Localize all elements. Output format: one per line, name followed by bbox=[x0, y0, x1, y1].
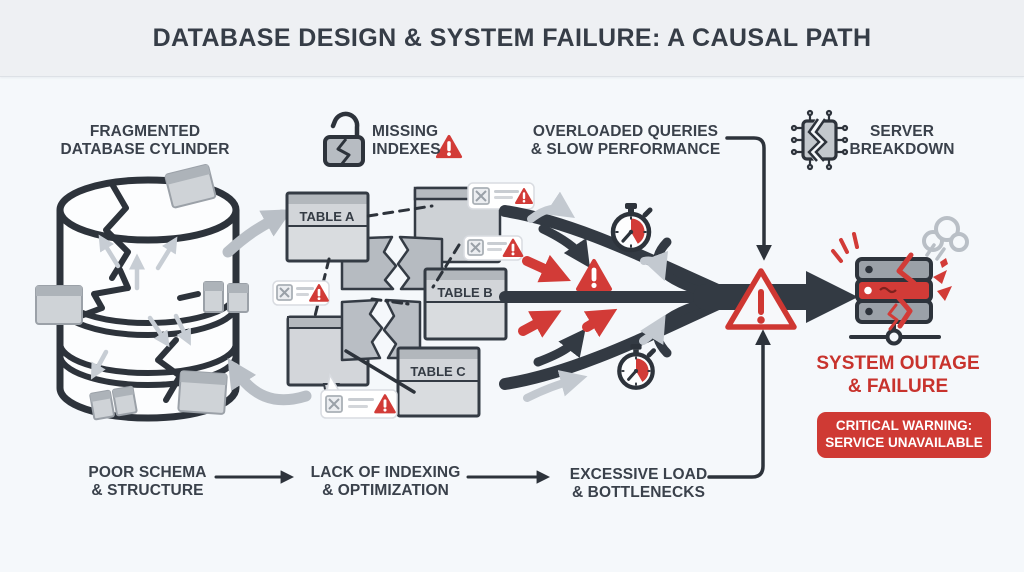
stopwatch-icon bbox=[610, 203, 653, 253]
table-c-label: TABLE C bbox=[410, 364, 466, 379]
server-stack-icon bbox=[849, 252, 952, 346]
table-b: TABLE B bbox=[423, 267, 508, 341]
smoke-cloud-icon bbox=[922, 216, 969, 261]
fragmented-database-cylinder-illustration bbox=[35, 163, 312, 422]
table-c: TABLE C bbox=[396, 346, 481, 418]
header-band: DATABASE DESIGN & SYSTEM FAILURE: A CAUS… bbox=[0, 0, 1024, 77]
spark-lines-icon bbox=[831, 232, 859, 263]
main-arrowhead bbox=[806, 271, 858, 323]
data-fragment-broken bbox=[89, 385, 138, 421]
query-error-tooltip bbox=[463, 235, 524, 261]
label-line: & OPTIMIZATION bbox=[322, 482, 449, 499]
gray-query-arrows bbox=[523, 191, 668, 402]
label-line: POOR SCHEMA bbox=[88, 464, 207, 481]
warning-triangle-icon bbox=[435, 134, 463, 159]
label-line: & STRUCTURE bbox=[91, 482, 204, 499]
label-poor-schema: POOR SCHEMA & STRUCTURE bbox=[55, 464, 240, 500]
label-fragmented-database-cylinder: FRAGMENTED DATABASE CYLINDER bbox=[40, 123, 250, 159]
page-title: DATABASE DESIGN & SYSTEM FAILURE: A CAUS… bbox=[152, 23, 872, 52]
warning-triangle-icon bbox=[309, 284, 329, 302]
label-line: EXCESSIVE LOAD bbox=[569, 466, 708, 483]
label-line: MISSING bbox=[372, 123, 439, 140]
label-line: SERVER bbox=[869, 123, 935, 140]
tables-cluster: TABLE A TABLE B bbox=[285, 186, 508, 418]
outage-line: & FAILURE bbox=[847, 376, 949, 397]
query-error-tooltip bbox=[272, 280, 330, 306]
stopwatch-icon bbox=[617, 344, 656, 390]
table-a: TABLE A bbox=[285, 191, 370, 263]
warning-triangle-icon bbox=[374, 394, 396, 414]
label-line: DATABASE CYLINDER bbox=[60, 141, 230, 158]
broken-table-piece bbox=[340, 298, 422, 362]
label-line: FRAGMENTED bbox=[89, 123, 201, 140]
label-line: & SLOW PERFORMANCE bbox=[530, 141, 721, 158]
cracked-chip-icon bbox=[790, 109, 849, 171]
query-error-tooltip bbox=[467, 182, 535, 210]
warning-triangle-icon bbox=[502, 238, 524, 258]
badge-line: SERVICE UNAVAILABLE bbox=[825, 434, 983, 450]
cylinder-cracks bbox=[67, 181, 201, 403]
data-fragment bbox=[35, 285, 83, 325]
label-server-breakdown: SERVER BREAKDOWN bbox=[843, 123, 961, 159]
warning-triangle-icon bbox=[576, 259, 612, 291]
curved-arrow-to-cylinder bbox=[227, 358, 312, 406]
label-missing-indexes: MISSING INDEXES bbox=[372, 123, 472, 159]
data-fragment bbox=[164, 163, 217, 209]
connector-overloaded-to-triangle bbox=[725, 136, 772, 261]
warning-triangle-icon bbox=[515, 188, 533, 204]
red-query-arrows bbox=[518, 254, 618, 338]
label-lack-of-indexing: LACK OF INDEXING & OPTIMIZATION bbox=[298, 464, 473, 500]
label-line: OVERLOADED QUERIES bbox=[532, 123, 719, 140]
broken-padlock-icon bbox=[323, 111, 365, 167]
table-a-label: TABLE A bbox=[300, 209, 355, 224]
curved-arrow-to-tables bbox=[222, 209, 293, 258]
data-fragment bbox=[177, 370, 228, 415]
query-error-tooltip bbox=[320, 372, 398, 419]
critical-warning-badge: CRITICAL WARNING: SERVICE UNAVAILABLE bbox=[817, 412, 991, 458]
outage-line: SYSTEM OUTAGE bbox=[816, 353, 980, 374]
label-line: LACK OF INDEXING bbox=[310, 464, 461, 481]
system-outage-text: SYSTEM OUTAGE & FAILURE bbox=[803, 352, 993, 398]
badge-line: CRITICAL WARNING: bbox=[835, 418, 973, 433]
label-overloaded-queries: OVERLOADED QUERIES & SLOW PERFORMANCE bbox=[523, 123, 728, 159]
scatter-arrows bbox=[90, 234, 191, 380]
table-b-label: TABLE B bbox=[437, 285, 492, 300]
label-line: INDEXES bbox=[372, 141, 441, 158]
connector-excessive-to-triangle bbox=[707, 329, 771, 479]
critical-warning-triangle-icon bbox=[725, 268, 797, 330]
label-excessive-load: EXCESSIVE LOAD & BOTTLENECKS bbox=[556, 466, 721, 502]
data-fragment-broken bbox=[203, 281, 249, 313]
label-line: BREAKDOWN bbox=[849, 141, 955, 158]
label-line: & BOTTLENECKS bbox=[571, 484, 706, 501]
